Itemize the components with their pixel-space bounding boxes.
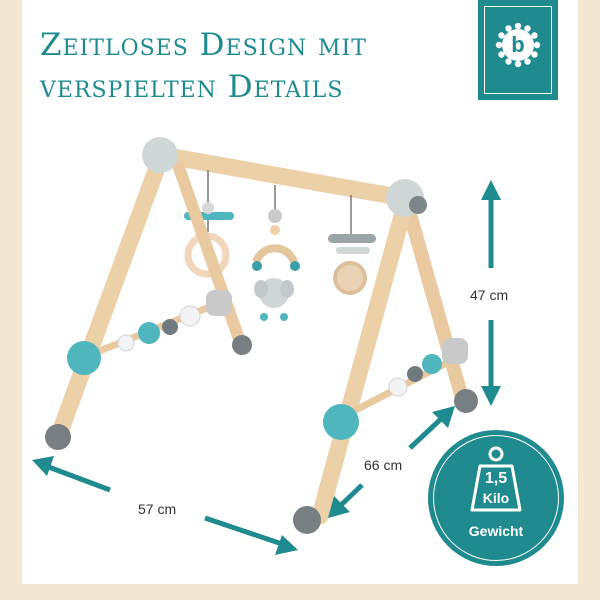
weight-value: 1,5	[484, 470, 508, 487]
hanging-toy-elephant	[252, 185, 300, 321]
top-right-knob-cap	[409, 196, 427, 214]
foot-front-left	[45, 424, 71, 450]
foot-front-right	[293, 506, 321, 534]
right-rod-beads	[388, 354, 442, 397]
width-arrow-right	[204, 515, 286, 548]
front-left-leg	[51, 156, 167, 441]
brand-tag: b	[478, 0, 558, 100]
headline: Zeitloses Design mit verspielten Details	[40, 24, 367, 108]
weight-icon	[470, 446, 522, 512]
depth-arrow-upper	[408, 416, 444, 450]
foot-back-left	[232, 335, 252, 355]
front-right-leg	[311, 196, 414, 525]
left-joint	[206, 290, 232, 316]
left-connector	[67, 341, 101, 375]
weight-unit: Kilo	[482, 490, 510, 506]
depth-arrow-lower	[338, 483, 364, 508]
hanging-toy-right	[328, 195, 376, 295]
top-bar	[153, 146, 413, 207]
dimension-arrows	[32, 180, 501, 555]
weight-badge: 1,5 Kilo Gewicht	[428, 430, 564, 566]
left-rod-beads	[117, 305, 201, 352]
weight-word: Gewicht	[468, 523, 524, 539]
back-right-leg	[399, 193, 469, 405]
right-connector	[323, 404, 359, 440]
height-label: 47 cm	[470, 287, 509, 303]
top-left-knob	[142, 137, 178, 173]
headline-line-2: verspielten Details	[40, 69, 344, 105]
right-joint	[442, 338, 468, 364]
depth-label: 66 cm	[364, 457, 403, 473]
width-arrow-left	[45, 463, 111, 493]
foot-back-right	[454, 389, 478, 413]
headline-line-1: Zeitloses Design mit	[40, 27, 367, 63]
width-label: 57 cm	[138, 501, 177, 517]
